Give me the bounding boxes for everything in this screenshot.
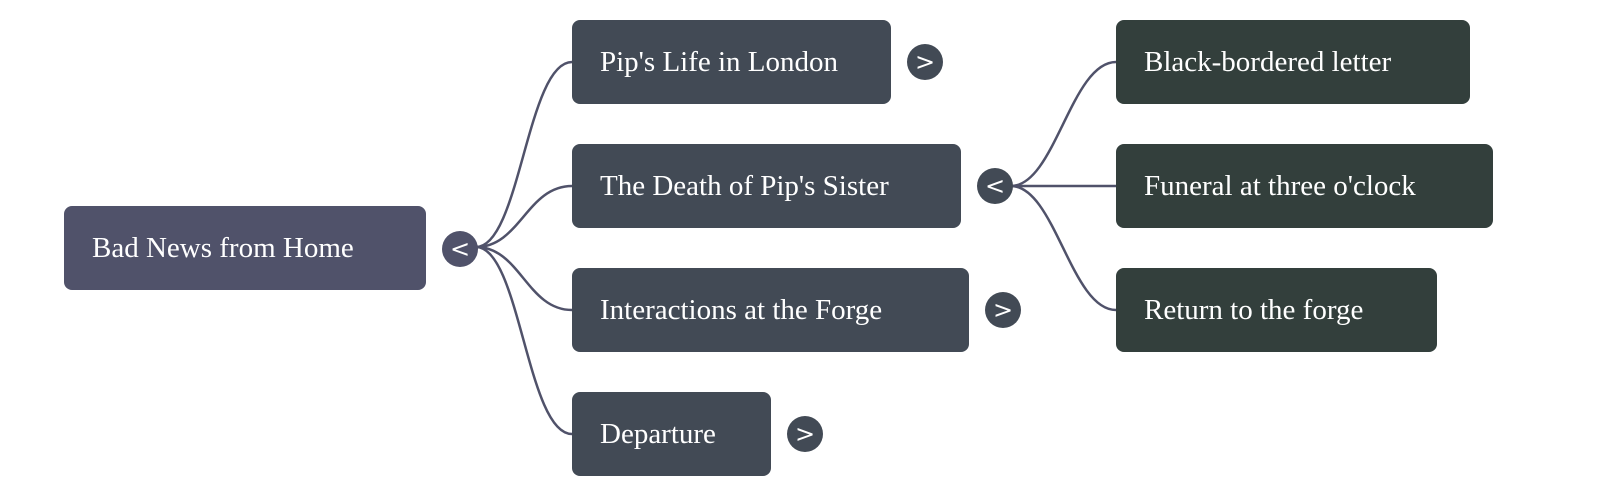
branch-node-sister[interactable]: The Death of Pip's Sister [572,144,961,228]
root-node[interactable]: Bad News from Home [64,206,426,290]
leaf-node-label: Black-bordered letter [1144,46,1392,78]
collapse-root-toggle-icon[interactable]: < [442,231,478,267]
branch-node-forge[interactable]: Interactions at the Forge [572,268,969,352]
branch-node-label: The Death of Pip's Sister [600,170,889,202]
link-root-sister [475,184,573,249]
collapse-sister-toggle-icon[interactable]: < [977,168,1013,204]
leaf-node-label: Return to the forge [1144,294,1364,326]
link-sister-letter [1010,60,1117,188]
leaf-node-return[interactable]: Return to the forge [1116,268,1437,352]
expand-departure-toggle-icon[interactable]: > [787,416,823,452]
leaf-node-funeral[interactable]: Funeral at three o'clock [1116,144,1493,228]
expand-forge-toggle-icon[interactable]: > [985,292,1021,328]
expand-london-toggle-icon[interactable]: > [907,44,943,80]
leaf-node-label: Funeral at three o'clock [1144,170,1416,202]
branch-node-london[interactable]: Pip's Life in London [572,20,891,104]
link-root-departure [475,245,573,436]
branch-node-departure[interactable]: Departure [572,392,771,476]
branch-node-label: Pip's Life in London [600,46,839,78]
link-sister-return [1010,184,1117,312]
link-root-london [475,60,573,249]
link-root-forge [475,245,573,312]
branch-node-label: Departure [600,418,716,450]
root-node-label: Bad News from Home [92,232,354,264]
branch-node-label: Interactions at the Forge [600,294,883,326]
leaf-node-letter[interactable]: Black-bordered letter [1116,20,1470,104]
